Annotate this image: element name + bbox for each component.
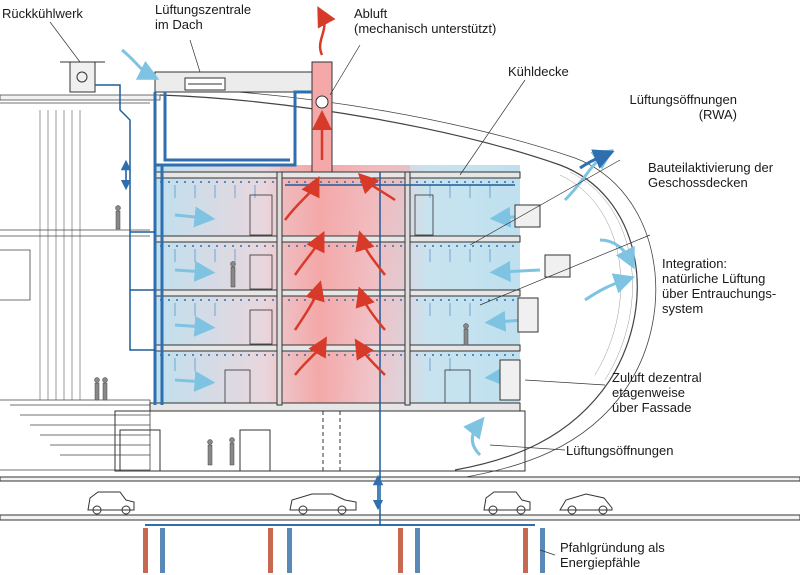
rwa-arrow: [579, 149, 615, 170]
label-zuluft: Zuluft dezentral etagenweise über Fassad…: [612, 370, 702, 415]
ceiling-cool-arrows: [174, 185, 491, 371]
label-lueftungszentrale: Lüftungszentrale im Dach: [155, 2, 252, 32]
blue-supply-ducts: [153, 90, 312, 405]
label-lueftungsoeffnungen-rwa: Lüftungsöffnungen (RWA): [629, 92, 737, 122]
vertical-flow-arrows: [120, 159, 384, 511]
recooling-plant: [60, 61, 105, 93]
stadium-stands: [0, 94, 161, 471]
leader-lines: [49, 21, 651, 556]
people-silhouettes: [94, 205, 469, 466]
ventilation-center-roof: [154, 71, 331, 93]
label-lueftungsoeffnungen: Lüftungsöffnungen: [566, 443, 674, 458]
label-bauteilaktivierung: Bauteilaktivierung der Geschossdecken: [648, 160, 774, 190]
label-integration: Integration: natürliche Lüftung über Ent…: [662, 256, 777, 316]
roof-curve: [159, 94, 638, 471]
cooling-ceiling-dots: [160, 181, 515, 356]
label-abluft: Abluft (mechanisch unterstützt): [354, 6, 497, 36]
facade-openings: [499, 204, 571, 401]
label-rueckkuehlwerk: Rückkühlwerk: [2, 6, 83, 21]
label-kuehldecke: Kühldecke: [508, 64, 569, 79]
basement: [0, 476, 800, 521]
cars: [87, 491, 613, 515]
columns: [276, 171, 411, 406]
ground-floor: [114, 410, 526, 472]
cold-water-pipes: [95, 84, 515, 525]
label-pfahlgruendung: Pfahlgründung als Energiepfähle: [560, 540, 665, 570]
interior-doors: [224, 194, 471, 404]
facade-ribs: [559, 171, 633, 381]
exhaust-arrows: [284, 6, 396, 376]
atrium-warm-zone: [280, 165, 410, 405]
energy-piles: [143, 524, 545, 573]
